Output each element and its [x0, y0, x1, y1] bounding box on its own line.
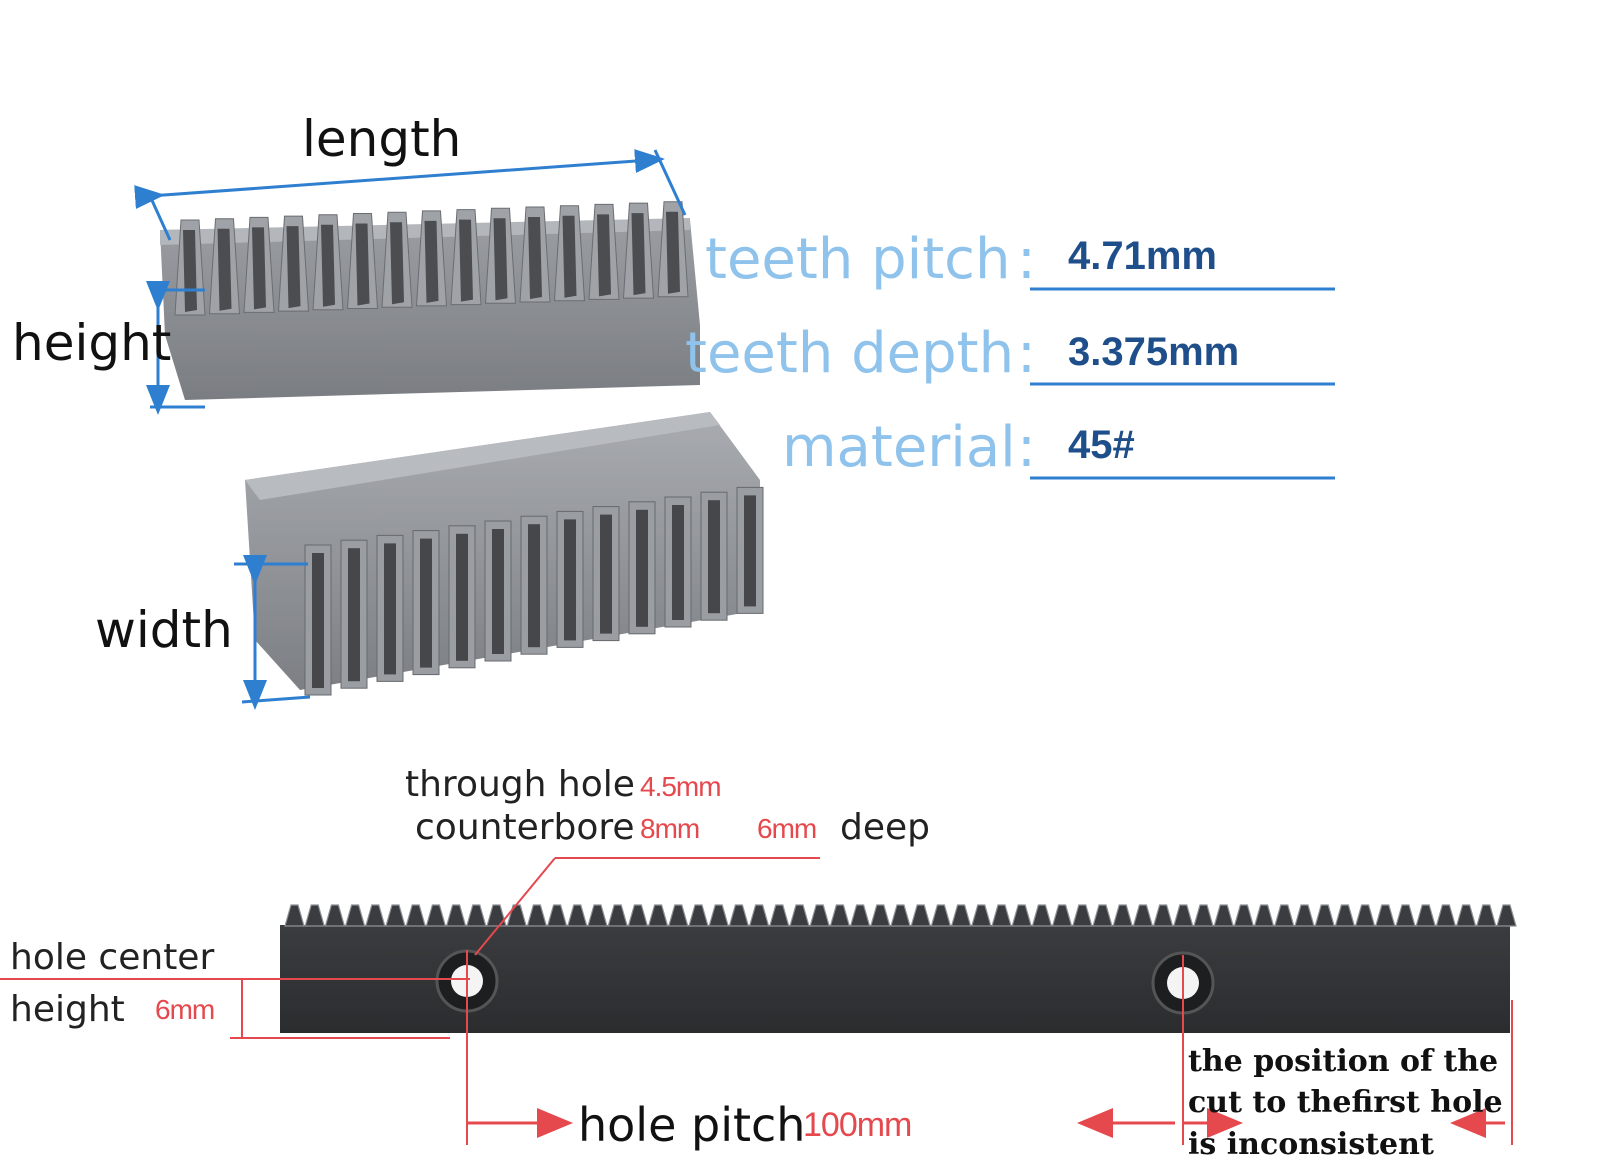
- rack-tooth-gap: [528, 217, 542, 299]
- rack-tooth-gap: [420, 538, 432, 668]
- long-rack-teeth: [284, 904, 1517, 927]
- rack-tooth-gap: [286, 226, 301, 309]
- through-hole-value: 4.5mm: [640, 771, 722, 802]
- note-line-1: the position of the: [1188, 1044, 1499, 1079]
- depth-value: 6mm: [757, 813, 817, 844]
- dimension-lines-blue: [134, 149, 1335, 710]
- hole-center-label-2: height: [10, 989, 125, 1030]
- hole-pitch-label: hole pitch: [578, 1098, 806, 1152]
- material-colon: :: [1017, 415, 1036, 480]
- hole-pitch-value: 100mm: [803, 1106, 912, 1144]
- rack-tooth-gap: [562, 215, 577, 298]
- rack-tooth-gap: [459, 219, 473, 302]
- note-line-3: is inconsistent: [1188, 1126, 1434, 1162]
- teeth-depth-key: teeth depth: [685, 321, 1015, 386]
- rack-tooth-gap: [672, 505, 684, 620]
- width-label: width: [95, 601, 233, 659]
- rack-tooth-gap: [636, 509, 648, 627]
- rack-tooth-gap: [631, 213, 646, 296]
- teeth-pitch-key: teeth pitch: [705, 227, 1011, 292]
- hole-center-value: 6mm: [155, 994, 215, 1025]
- rack-tooth-gap: [355, 223, 370, 306]
- rack-tooth-gap: [456, 533, 468, 661]
- note-line-2: cut to thefirst hole: [1188, 1085, 1503, 1121]
- cut-position-note: the position of the cut to thefirst hole…: [1188, 1041, 1503, 1165]
- rack-tooth-gap: [597, 214, 611, 297]
- material-key: material: [782, 415, 1016, 480]
- hole-center-label-1: hole center: [10, 937, 215, 978]
- teeth-depth-colon: :: [1017, 321, 1036, 386]
- counterbore-value: 8mm: [640, 813, 700, 844]
- depth-label: deep: [840, 807, 930, 848]
- teeth-pitch-colon: :: [1017, 227, 1036, 292]
- rack-tooth-gap: [708, 500, 720, 614]
- dimension-lines-red: [0, 857, 1513, 1145]
- through-hole-label: through hole: [405, 764, 635, 805]
- rack-tooth-gap: [600, 514, 612, 634]
- material-value: 45#: [1068, 423, 1135, 467]
- length-label: length: [302, 110, 462, 168]
- rack-tooth-gap: [217, 228, 232, 311]
- rack-tooth-gap: [744, 495, 756, 607]
- teeth-depth-value: 3.375mm: [1068, 330, 1240, 374]
- long-gear-rack: [280, 904, 1517, 1033]
- rack-tooth-gap: [666, 211, 680, 294]
- rack-tooth-gap: [493, 218, 508, 301]
- teeth-pitch-value: 4.71mm: [1068, 234, 1217, 278]
- rack-tooth-gap: [183, 230, 197, 312]
- gear-rack-top: [160, 201, 700, 400]
- rack-tooth-gap: [384, 543, 396, 675]
- rack-tooth-gap: [424, 220, 439, 303]
- counterbore-label: counterbore: [415, 807, 635, 848]
- rack-tooth-gap: [312, 553, 324, 688]
- rack-top-teeth: [174, 201, 689, 316]
- height-label: height: [12, 314, 172, 372]
- rack-tooth-gap: [528, 524, 540, 648]
- long-rack-tooth-row: [284, 904, 1517, 927]
- gear-rack-bottom: [245, 412, 764, 696]
- rack-tooth-gap: [390, 222, 404, 305]
- rack-tooth-gap: [321, 224, 335, 307]
- rack-tooth-gap: [252, 227, 266, 310]
- rack-tooth-gap: [492, 529, 504, 654]
- rack-tooth-gap: [564, 519, 576, 641]
- rack-bottom-teeth: [304, 486, 764, 696]
- rack-tooth-gap: [348, 548, 360, 682]
